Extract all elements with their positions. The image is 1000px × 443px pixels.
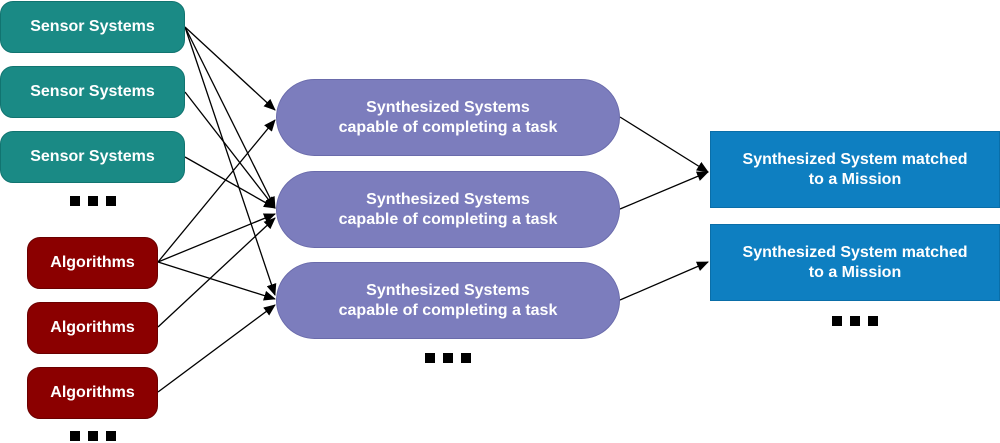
arrow-algo2-synth2 xyxy=(157,217,276,328)
arrow-synth3-mission2 xyxy=(619,261,709,301)
algorithms-node: Algorithms xyxy=(27,367,158,419)
arrow-sensor2-synth2 xyxy=(184,91,276,209)
sensor-systems-node: Sensor Systems xyxy=(0,66,185,118)
synthesized-systems-line2: capable of completing a task xyxy=(338,210,558,228)
synthesized-systems-line2: capable of completing a task xyxy=(338,301,558,319)
sensor-systems-label: Sensor Systems xyxy=(30,18,155,35)
algorithms-ellipsis xyxy=(70,431,116,441)
synthesized-systems-line1: Synthesized Systems xyxy=(366,281,530,299)
arrow-synth1-mission1 xyxy=(619,116,709,173)
synthesized-systems-line1: Synthesized Systems xyxy=(366,190,530,208)
mission-line2: to a Mission xyxy=(808,263,902,281)
mission-node: Synthesized System matched to a Mission xyxy=(710,224,1000,301)
algorithms-node: Algorithms xyxy=(27,237,158,289)
arrow-sensor1-synth3 xyxy=(184,26,277,296)
mission-ellipsis xyxy=(832,316,878,326)
sensor-systems-label: Sensor Systems xyxy=(30,83,155,100)
arrow-sensor3-synth2 xyxy=(184,156,276,209)
synthesized-systems-node: Synthesized Systems capable of completin… xyxy=(276,79,620,156)
arrow-algo1-synth2 xyxy=(157,213,276,263)
arrow-algo1-synth3 xyxy=(157,261,276,301)
sensor-ellipsis xyxy=(70,196,116,206)
arrow-sensor1-synth2 xyxy=(184,26,276,209)
sensor-systems-node: Sensor Systems xyxy=(0,1,185,53)
arrow-algo3-synth3 xyxy=(157,304,276,393)
arrow-synth2-mission1 xyxy=(619,171,709,210)
synthesized-systems-node: Synthesized Systems capable of completin… xyxy=(276,171,620,248)
synthesized-systems-line1: Synthesized Systems xyxy=(366,98,530,116)
arrow-sensor1-synth1 xyxy=(184,26,276,111)
synthesized-systems-line2: capable of completing a task xyxy=(338,118,558,136)
sensor-systems-node: Sensor Systems xyxy=(0,131,185,183)
mission-node: Synthesized System matched to a Mission xyxy=(710,131,1000,208)
algorithms-node: Algorithms xyxy=(27,302,158,354)
sensor-systems-label: Sensor Systems xyxy=(30,148,155,165)
synthesized-systems-node: Synthesized Systems capable of completin… xyxy=(276,262,620,339)
algorithms-label: Algorithms xyxy=(50,254,135,271)
algorithms-label: Algorithms xyxy=(50,384,135,401)
mission-line1: Synthesized System matched xyxy=(742,150,968,168)
algorithms-label: Algorithms xyxy=(50,319,135,336)
synthesized-ellipsis xyxy=(425,353,471,363)
mission-line1: Synthesized System matched xyxy=(742,243,968,261)
mission-line2: to a Mission xyxy=(808,170,902,188)
arrow-algo1-synth1 xyxy=(157,119,276,263)
